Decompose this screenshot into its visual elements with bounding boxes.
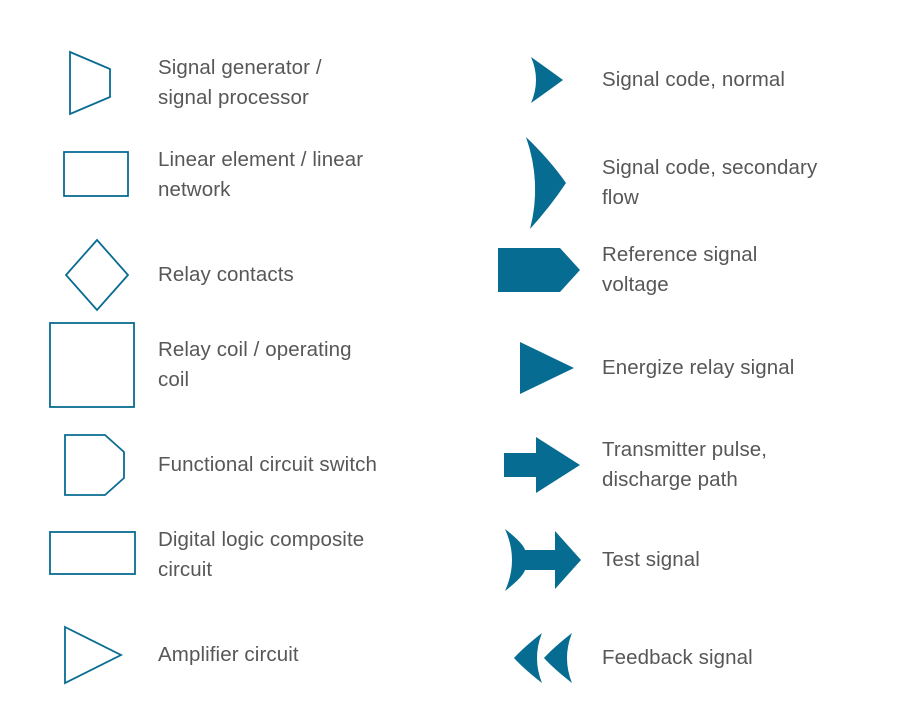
legend-item-signal-code-normal[interactable]: Signal code, normal — [490, 40, 890, 120]
legend-item-label: Functional circuit switch — [158, 453, 377, 476]
notched-tail-arrow-icon — [485, 520, 600, 600]
filled-triangle-arrow-icon — [490, 330, 600, 405]
legend-item-linear-element[interactable]: Linear element / linear network — [38, 140, 468, 210]
legend-item-energize-relay-signal[interactable]: Energize relay signal — [490, 330, 890, 405]
legend-item-label: Amplifier circuit — [158, 643, 299, 666]
legend-item-feedback-signal[interactable]: Feedback signal — [490, 620, 890, 695]
wide-rectangle-outline-icon — [30, 515, 156, 595]
diamond-outline-icon — [38, 235, 156, 315]
legend-item-label: Signal code, secondary flow — [602, 155, 818, 209]
legend-item-transmitter-pulse[interactable]: Transmitter pulse, discharge path — [485, 425, 890, 505]
legend-item-label: Feedback signal — [602, 645, 753, 669]
legend-item-label: Linear element / linear network — [158, 148, 364, 201]
thin-chevron-arrowhead-icon — [490, 40, 600, 120]
legend-item-label: Test signal — [602, 548, 700, 571]
legend-item-label: Relay contacts — [158, 263, 294, 286]
trapezoid-outline-icon — [38, 40, 156, 125]
legend-item-label: Relay coil / operating coil — [158, 338, 352, 391]
legend-item-signal-generator[interactable]: Signal generator / signal processor — [38, 40, 468, 125]
legend-item-label: Signal generator / signal processor — [158, 55, 322, 109]
legend-item-test-signal[interactable]: Test signal — [485, 520, 890, 600]
filled-block-arrow-icon — [485, 425, 600, 505]
triangle-outline-icon — [38, 615, 156, 695]
square-outline-icon — [30, 320, 156, 410]
legend-item-functional-circuit-switch[interactable]: Functional circuit switch — [38, 425, 468, 505]
tall-chevron-arrowhead-icon — [490, 130, 600, 235]
legend-item-signal-code-secondary[interactable]: Signal code, secondary flow — [490, 130, 890, 235]
legend-item-label: Reference signal voltage — [602, 243, 758, 296]
double-chevron-left-icon — [490, 620, 600, 695]
legend-item-digital-logic[interactable]: Digital logic composite circuit — [30, 515, 470, 595]
legend-item-amplifier-circuit[interactable]: Amplifier circuit — [38, 615, 468, 695]
legend-item-label: Signal code, normal — [602, 68, 786, 91]
legend-right-column: Signal code, normal Signal code, seconda… — [480, 0, 897, 723]
legend-item-relay-coil[interactable]: Relay coil / operating coil — [30, 320, 470, 410]
legend-item-label: Transmitter pulse, discharge path — [602, 438, 768, 491]
legend-item-reference-signal-voltage[interactable]: Reference signal voltage — [480, 230, 890, 310]
legend-item-label: Energize relay signal — [602, 355, 795, 379]
rectangle-outline-icon — [38, 140, 156, 210]
legend-item-label: Digital logic composite circuit — [158, 528, 365, 581]
pentagon-switch-outline-icon — [38, 425, 156, 505]
legend-item-relay-contacts[interactable]: Relay contacts — [38, 235, 468, 315]
filled-block-pentagon-arrow-icon — [480, 230, 600, 310]
legend-left-column: Signal generator / signal processor Line… — [30, 40, 470, 695]
